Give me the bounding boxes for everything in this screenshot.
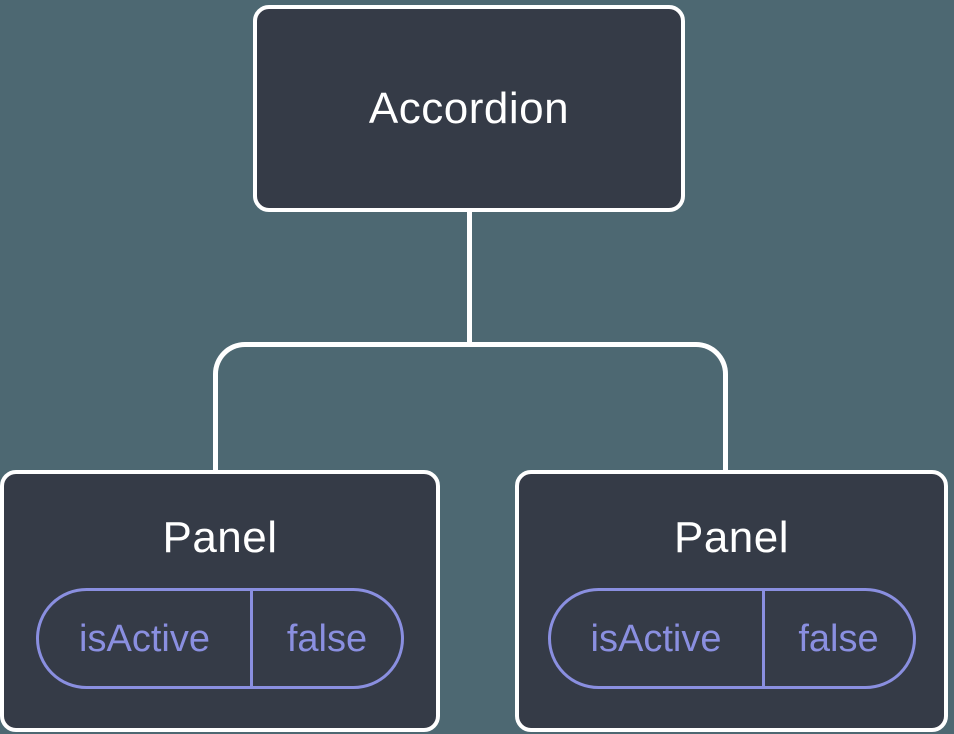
state-value-left: false — [286, 617, 368, 660]
node-panel-right: Panel isActive false — [515, 470, 948, 732]
node-accordion-label: Accordion — [368, 83, 570, 133]
state-value-right: false — [798, 617, 879, 660]
state-pill-right: isActive false — [547, 588, 916, 689]
connector-branch-bracket — [213, 342, 728, 470]
state-key-right: isActive — [551, 591, 765, 686]
node-panel-right-label: Panel — [673, 513, 790, 562]
state-key-left: isActive — [39, 591, 253, 686]
node-panel-left-label: Panel — [162, 513, 278, 562]
connector-root-stem — [467, 210, 472, 347]
state-pill-left: isActive false — [36, 588, 404, 689]
node-panel-left: Panel isActive false — [0, 470, 440, 732]
node-accordion: Accordion — [253, 5, 685, 212]
